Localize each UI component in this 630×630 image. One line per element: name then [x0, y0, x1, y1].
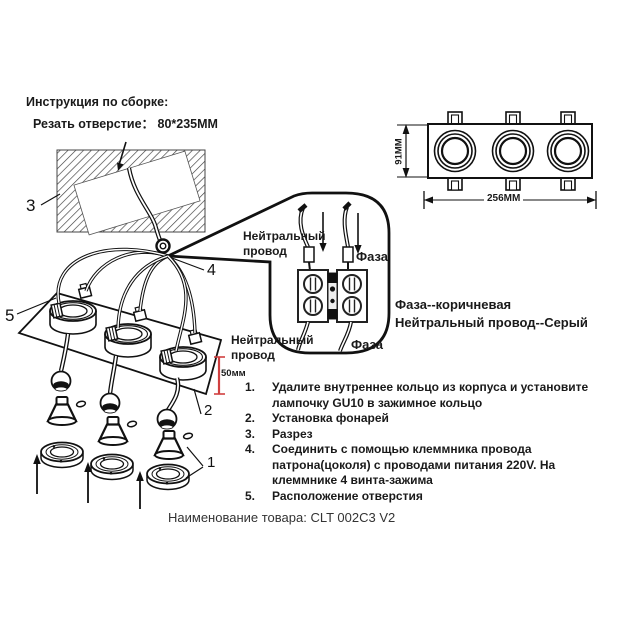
step-text: Расположение отверстия — [272, 488, 423, 503]
terminal-screw — [342, 274, 362, 294]
insert-arrow-icon — [136, 471, 144, 509]
bulb-pin — [75, 400, 87, 408]
step-number: 5. — [245, 488, 256, 503]
step-item-1: 1. Удалите внутреннее кольцо из корпуса … — [245, 380, 625, 411]
lamp-wires — [56, 247, 197, 352]
bulb-pin — [182, 432, 194, 440]
height-dimension-label: 91MM — [393, 138, 405, 165]
callout-number-3: 3 — [26, 196, 36, 215]
callout-5-leader — [16, 297, 57, 315]
callout-number-2: 2 — [204, 402, 213, 419]
step-item-3: 3. Разрез — [245, 427, 625, 443]
step-text: Установка фонарей — [272, 411, 389, 425]
cut-hole-size-line: Резать отверстие： 80*235MM — [33, 117, 218, 131]
lamp-holder — [156, 377, 181, 430]
bulb-pin — [126, 420, 138, 428]
step-number: 2. — [245, 411, 256, 425]
insert-arrow-icon — [84, 462, 92, 503]
callout-number-4: 4 — [207, 262, 216, 279]
fixture-front-view — [397, 111, 597, 209]
terminal-screw — [303, 296, 323, 316]
product-name: Наименование товара: CLT 002C3 V2 — [168, 510, 396, 525]
step-number: 3. — [245, 426, 256, 441]
assembly-steps-list: 1. Удалите внутреннее кольцо из корпуса … — [245, 380, 625, 504]
hole-arrow-icon — [117, 141, 127, 171]
step-text: Удалите внутреннее кольцо из корпуса и у… — [272, 380, 589, 410]
neutral-color-note: Нейтральный провод--Серый — [395, 315, 588, 330]
phase-color-note: Фаза--коричневая — [395, 297, 512, 312]
trim-ring — [145, 463, 191, 491]
neutral-wire-label-top: Нейтральный провод — [243, 229, 326, 258]
height-dimension-line — [397, 124, 427, 178]
terminal-block — [296, 201, 368, 352]
terminal-wire-phase — [342, 201, 354, 271]
lamp-holder — [99, 355, 121, 414]
callout-number-1: 1 — [207, 454, 216, 471]
step-number: 1. — [245, 380, 256, 394]
gu10-bulb — [46, 395, 78, 427]
terminal-screw — [342, 296, 362, 316]
phase-wire-label-bottom: Фаза — [351, 337, 384, 352]
neutral-wire-label-bottom: Нейтральный провод — [231, 333, 314, 362]
wire-knot — [155, 238, 205, 271]
trim-ring — [89, 453, 135, 481]
depth-dimension-line — [214, 356, 225, 395]
terminal-screw — [303, 274, 323, 294]
phase-wire-label-top: Фаза — [356, 249, 389, 264]
cut-area-diagram — [40, 141, 206, 236]
wire-down-arrow-icon — [354, 213, 362, 254]
lamp-holder — [50, 333, 72, 392]
callout-4-leader — [171, 257, 205, 271]
step-item-4: 4. Соединить с помощью клеммника провода… — [245, 442, 625, 489]
terminal-wire-neutral — [297, 203, 315, 272]
step-item-2: 2. Установка фонарей — [245, 411, 625, 427]
step-text: Разрез — [272, 426, 313, 441]
width-dimension-label: 256MM — [484, 193, 524, 204]
callout-2-leader — [193, 388, 202, 415]
gu10-bulb — [97, 415, 129, 447]
callout-3-leader — [40, 193, 61, 206]
step-text: Соединить с помощью клеммника провода па… — [272, 442, 556, 487]
fixture-lamp-opening — [433, 129, 590, 173]
wire-down-arrow-icon — [319, 212, 327, 252]
mounting-tab — [447, 111, 576, 191]
depth-dimension-label: 50мм — [221, 368, 246, 379]
gu10-bulb — [153, 429, 185, 461]
insert-arrow-icon — [33, 454, 41, 494]
assembly-instructions-title: Инструкция по сборке: — [26, 95, 169, 109]
step-item-5: 5. Расположение отверстия — [245, 489, 625, 505]
callout-number-5: 5 — [5, 306, 15, 325]
callout-1-leader — [185, 446, 204, 479]
step-number: 4. — [245, 442, 256, 456]
trim-ring — [39, 441, 85, 469]
